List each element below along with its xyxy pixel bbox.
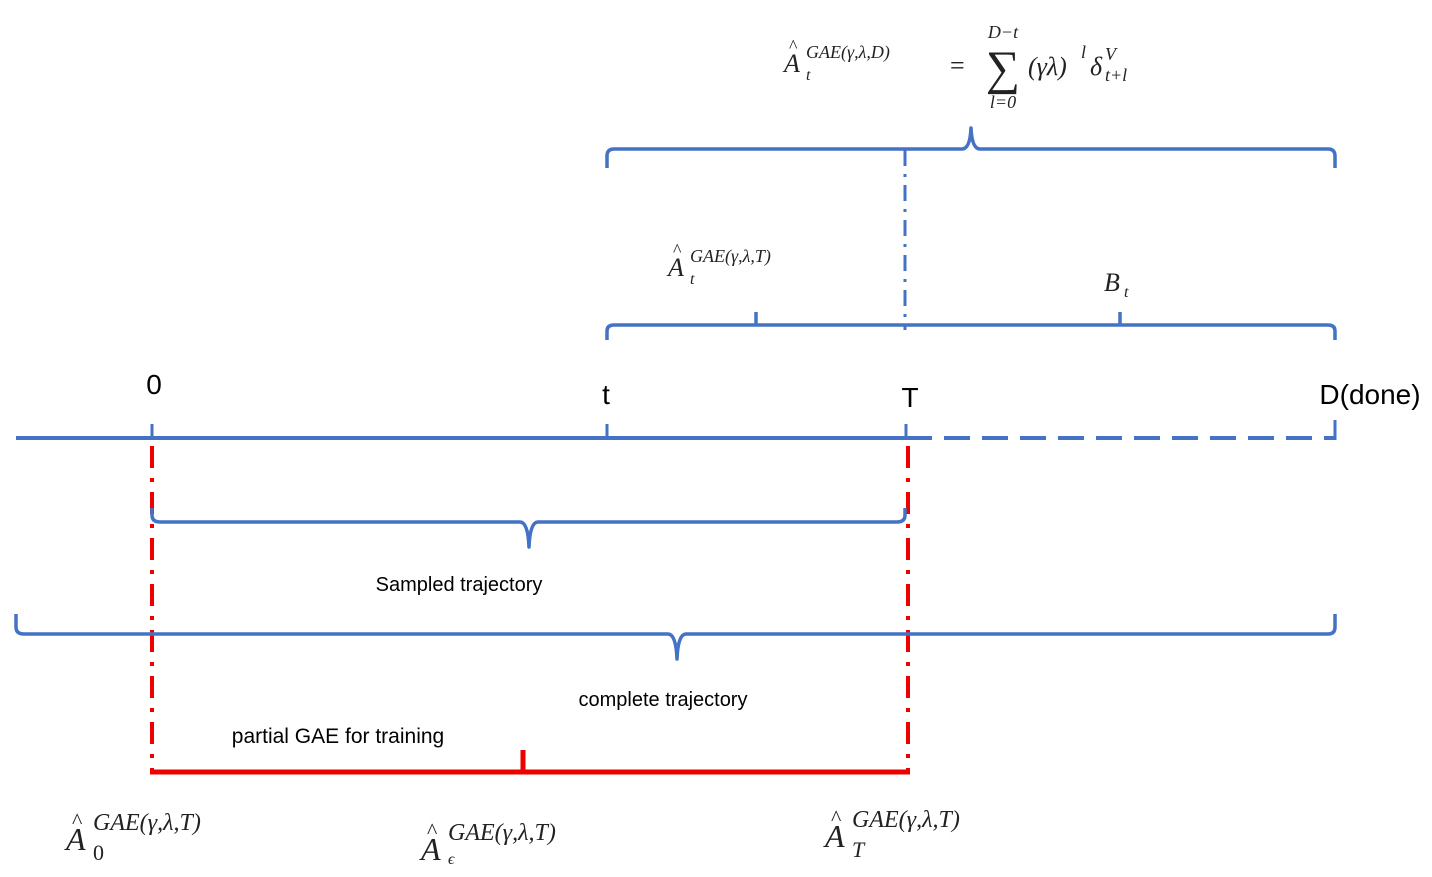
trunc-t-sub: t bbox=[690, 271, 695, 288]
timeline: 0 t T D(done) bbox=[16, 369, 1421, 440]
full-lhs-sup: GAE(γ,λ,D) bbox=[806, 42, 890, 63]
gae-eps-base: A bbox=[419, 831, 441, 867]
tick-label-T: T bbox=[901, 382, 918, 413]
full-body: (γλ) bbox=[1028, 52, 1067, 81]
trunc-t-sup: GAE(γ,λ,T) bbox=[690, 246, 771, 267]
gae-T-sub: T bbox=[852, 837, 866, 862]
hat-full: ^ bbox=[789, 36, 798, 56]
tick-label-zero: 0 bbox=[146, 369, 162, 400]
hat-trunc-t: ^ bbox=[673, 240, 682, 260]
full-sum-symbol: ∑ bbox=[986, 42, 1020, 95]
full-delta: δ bbox=[1090, 52, 1103, 81]
brace-complete bbox=[14, 614, 1337, 661]
tick-label-done: D(done) bbox=[1319, 379, 1420, 410]
full-sum-lower: l=0 bbox=[990, 92, 1016, 112]
full-delta-sup: V bbox=[1105, 44, 1118, 64]
brace-full-gae bbox=[605, 126, 1337, 168]
brace-trunc-bootstrap bbox=[605, 323, 1337, 340]
full-sum-upper: D−t bbox=[987, 22, 1019, 42]
formula-gae-T: ^ A T GAE(γ,λ,T) bbox=[823, 805, 960, 862]
full-delta-sub: t+l bbox=[1105, 65, 1127, 85]
hat-gae-eps: ^ bbox=[427, 818, 438, 843]
bootstrap-sub: t bbox=[1124, 284, 1129, 301]
full-equals: = bbox=[950, 51, 965, 80]
gae-0-sub: 0 bbox=[93, 840, 104, 865]
gae-eps-sup: GAE(γ,λ,T) bbox=[448, 820, 556, 846]
formula-trunc-gae-t: ^ A t GAE(γ,λ,T) bbox=[666, 240, 771, 288]
brace-sampled bbox=[150, 508, 907, 549]
full-lhs-sub: t bbox=[806, 67, 811, 84]
bootstrap-base: B bbox=[1104, 268, 1120, 297]
formula-full-gae: ^ A t GAE(γ,λ,D) = D−t ∑ l=0 (γλ) l δ V … bbox=[782, 22, 1127, 112]
gae-0-base: A bbox=[64, 821, 86, 857]
formula-gae-0: ^ A 0 GAE(γ,λ,T) bbox=[64, 808, 201, 865]
gae-T-sup: GAE(γ,λ,T) bbox=[852, 807, 960, 833]
formula-bootstrap: B t bbox=[1104, 268, 1129, 301]
partial-gae-label: partial GAE for training bbox=[232, 725, 444, 748]
gae-T-base: A bbox=[823, 818, 845, 854]
full-lhs-base: A bbox=[782, 49, 800, 78]
formula-gae-eps: ^ A ϵ GAE(γ,λ,T) bbox=[419, 818, 556, 868]
hat-gae-0: ^ bbox=[72, 808, 83, 833]
gae-0-sup: GAE(γ,λ,T) bbox=[93, 810, 201, 836]
complete-trajectory-label: complete trajectory bbox=[579, 689, 748, 711]
sampled-trajectory-label: Sampled trajectory bbox=[376, 574, 543, 596]
trunc-t-base: A bbox=[666, 253, 684, 282]
full-body-exp: l bbox=[1081, 42, 1086, 62]
hat-gae-T: ^ bbox=[831, 805, 842, 830]
gae-eps-sub: ϵ bbox=[448, 851, 455, 868]
tick-label-t: t bbox=[602, 379, 610, 410]
